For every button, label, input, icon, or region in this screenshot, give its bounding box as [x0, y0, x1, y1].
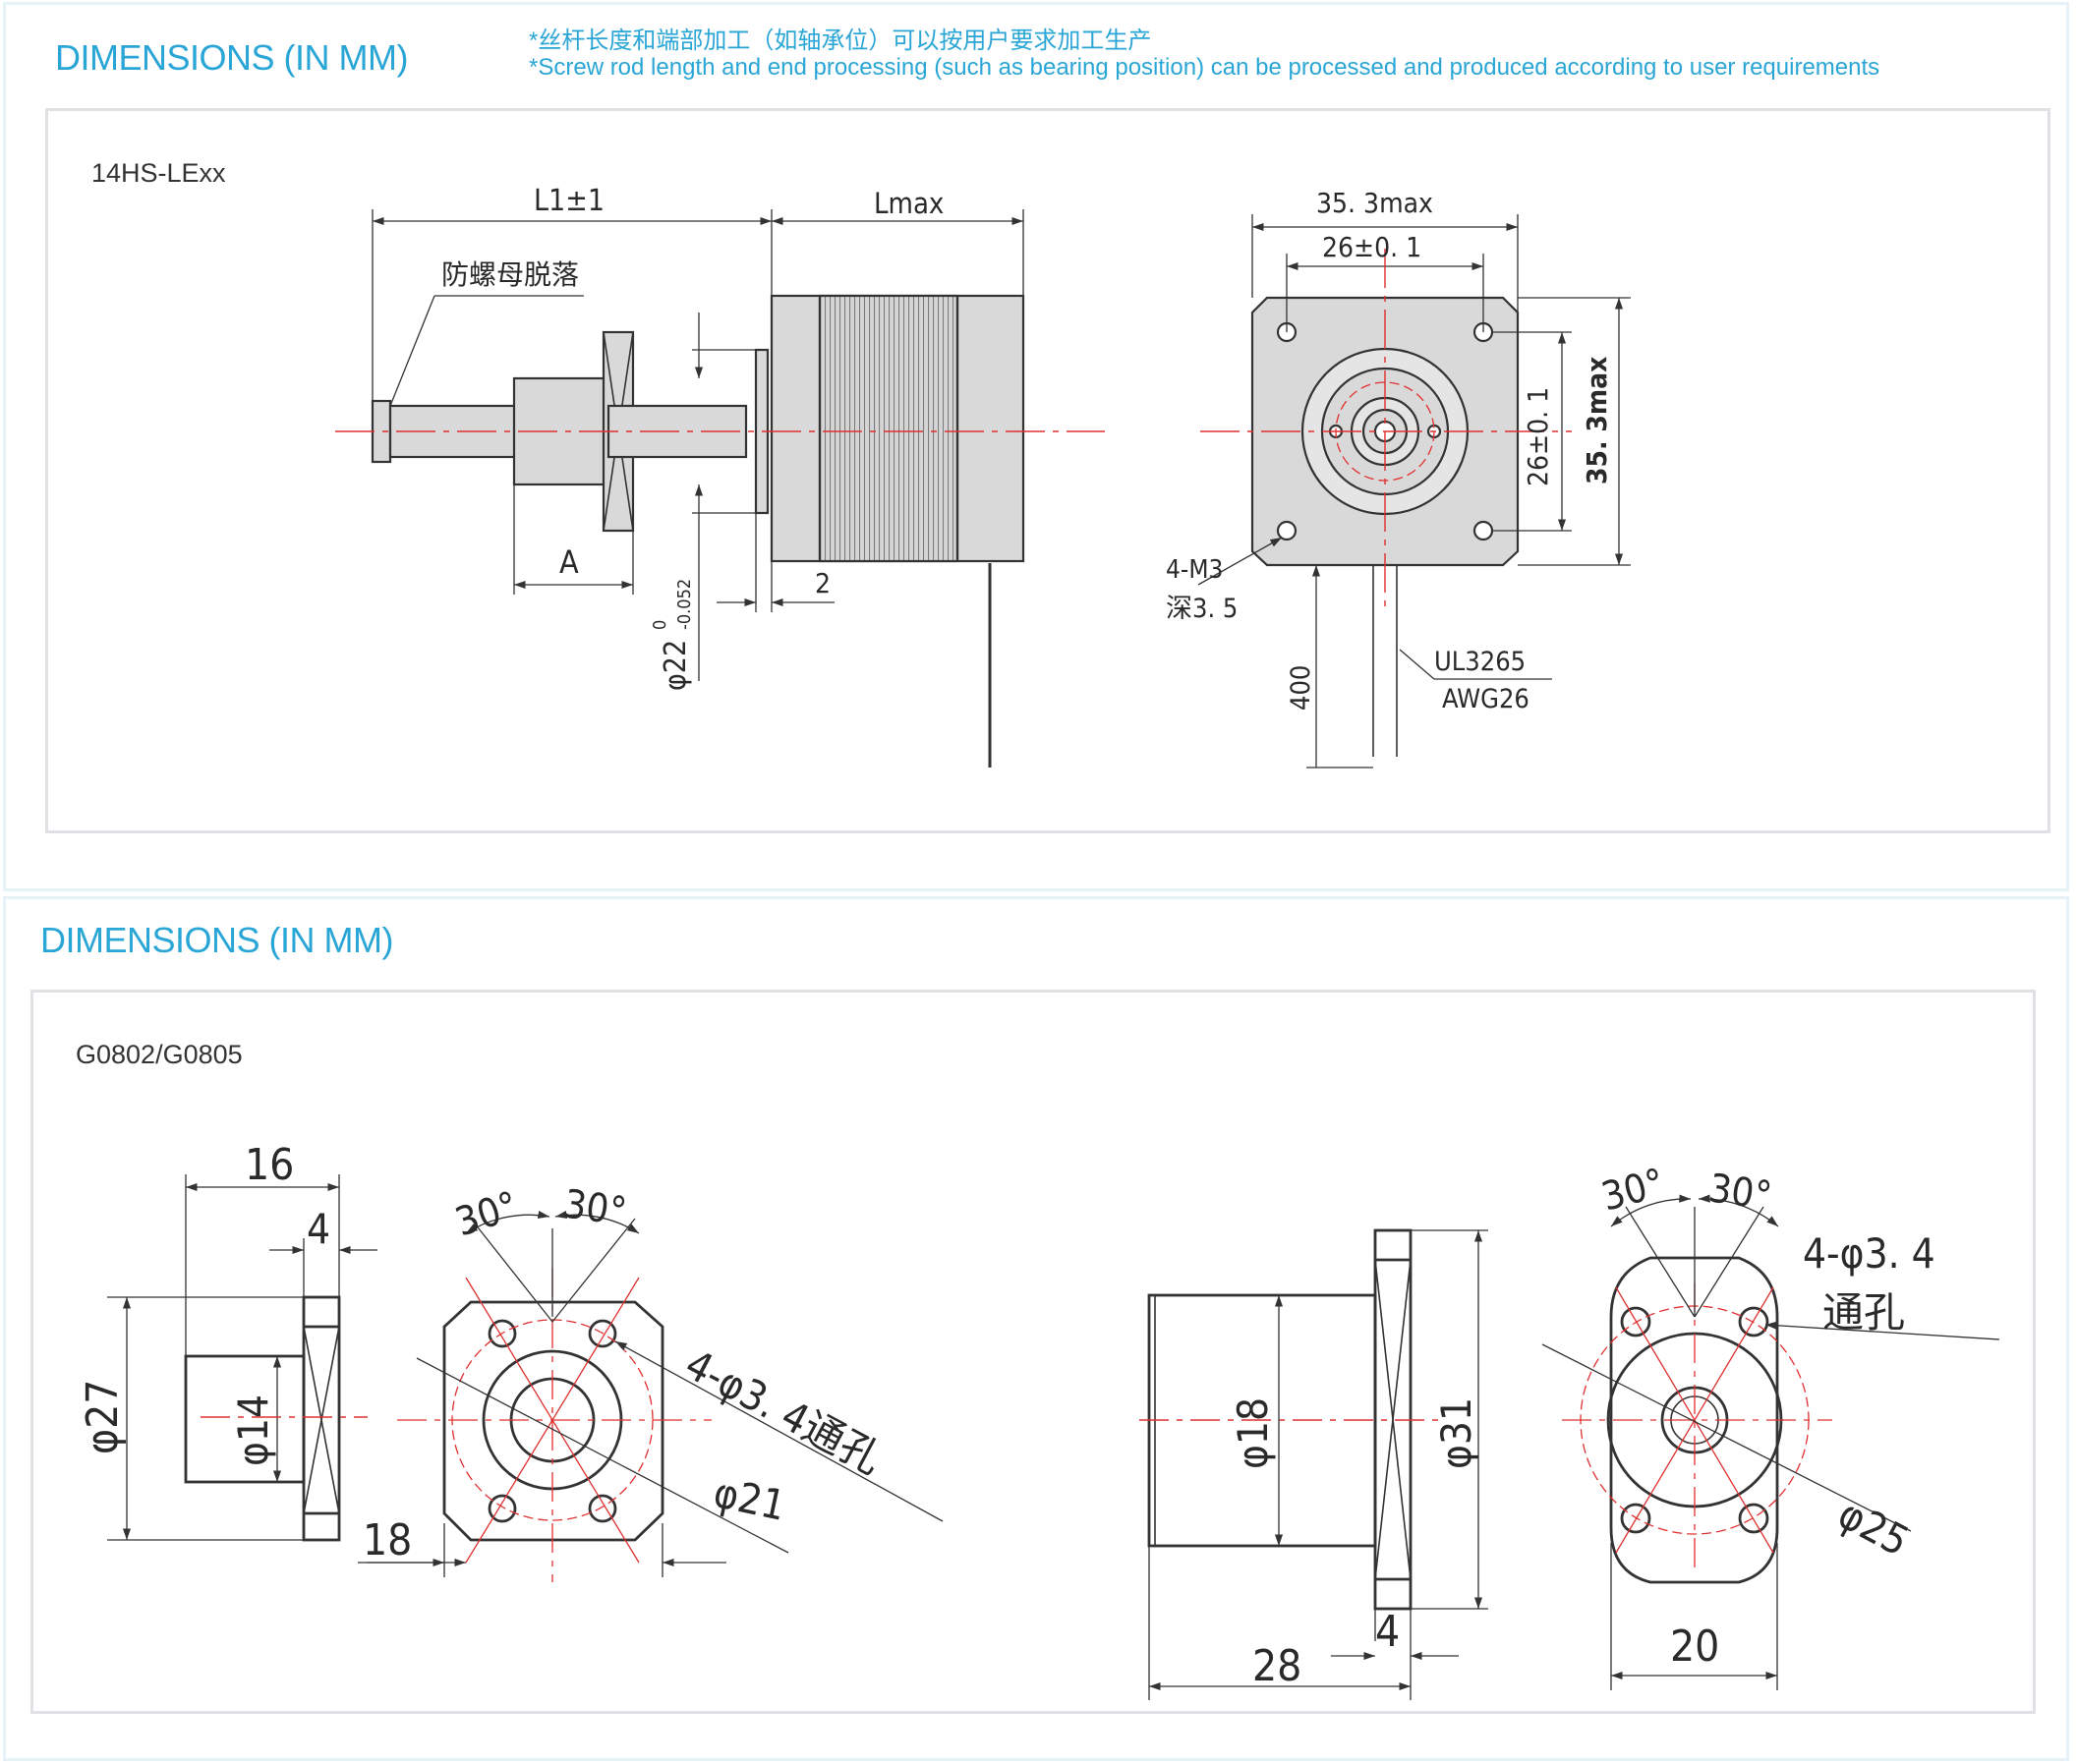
dim-phi21: φ21	[710, 1468, 790, 1530]
dim-lmax: Lmax	[874, 187, 944, 220]
dim-26-width: 26±0. 1	[1322, 231, 1421, 263]
section-title: DIMENSIONS (IN MM)	[40, 920, 393, 960]
dim-16: 16	[245, 1140, 294, 1190]
lead-length-400: 400	[1286, 665, 1316, 711]
through-hole-note: 通孔	[1822, 1288, 1905, 1337]
thread-spec: 4-M3	[1166, 555, 1223, 585]
angle-30-right-a: 30°	[1597, 1161, 1670, 1221]
model-label: G0802/G0805	[76, 1040, 243, 1069]
dim-a: A	[559, 543, 579, 581]
angle-30-left-a: 30°	[450, 1183, 524, 1245]
drawing-panel-nut-flange: G0802/G0805	[30, 990, 2036, 1714]
thread-depth: 深3. 5	[1166, 594, 1238, 624]
dim-20: 20	[1670, 1622, 1719, 1672]
dimensions-section-bottom: DIMENSIONS (IN MM) G0802/G0805	[3, 896, 2069, 1761]
wire-awg26: AWG26	[1442, 684, 1529, 714]
dim-4-right: 4	[1375, 1607, 1400, 1657]
dim-l1: L1±1	[534, 184, 605, 218]
dim-phi22-tol-lower: -0.052	[674, 579, 695, 630]
note-chinese: *丝杆长度和端部加工（如轴承位）可以按用户要求加工生产	[529, 28, 1152, 54]
model-label: 14HS-LExx	[91, 158, 226, 188]
drawing-panel-motor: 14HS-LExx	[45, 108, 2050, 833]
dim-28: 28	[1252, 1641, 1301, 1691]
dim-35-3max-width: 35. 3max	[1316, 187, 1433, 219]
dim-2: 2	[815, 567, 831, 599]
dim-phi14: φ14	[229, 1394, 277, 1466]
motor-drawing: L1±1 Lmax 防螺母脱落 A φ22 0 -0.052 2 35. 3ma…	[335, 184, 1631, 768]
note-english: *Screw rod length and end processing (su…	[529, 54, 1880, 81]
angle-30-right-b: 30°	[1706, 1166, 1775, 1219]
dim-18: 18	[363, 1515, 412, 1565]
dim-phi22: φ22	[659, 640, 693, 691]
wire-ul3265: UL3265	[1434, 647, 1526, 677]
anti-drop-note: 防螺母脱落	[441, 258, 579, 291]
dim-phi27: φ27	[78, 1380, 128, 1454]
dim-35-3max-height: 35. 3max	[1581, 357, 1613, 484]
dim-phi22-tol-upper: 0	[650, 620, 670, 630]
dim-phi25: φ25	[1830, 1490, 1916, 1566]
nut-flange-drawing: 16 4 φ27 φ14 18 30° 30° 4-φ3. 4通孔 φ21 φ1…	[78, 1140, 2000, 1700]
angle-30-left-b: 30°	[561, 1181, 630, 1234]
dim-26-height: 26±0. 1	[1522, 387, 1554, 486]
dim-4-left: 4	[307, 1205, 330, 1253]
dim-phi18: φ18	[1229, 1397, 1277, 1469]
holes-spec-right: 4-φ3. 4	[1803, 1229, 1935, 1278]
dimensions-section-top: DIMENSIONS (IN MM) *丝杆长度和端部加工（如轴承位）可以按用户…	[3, 2, 2069, 891]
holes-spec-left: 4-φ3. 4通孔	[677, 1340, 890, 1484]
section-title: DIMENSIONS (IN MM)	[55, 37, 408, 78]
dim-phi31: φ31	[1432, 1397, 1480, 1469]
